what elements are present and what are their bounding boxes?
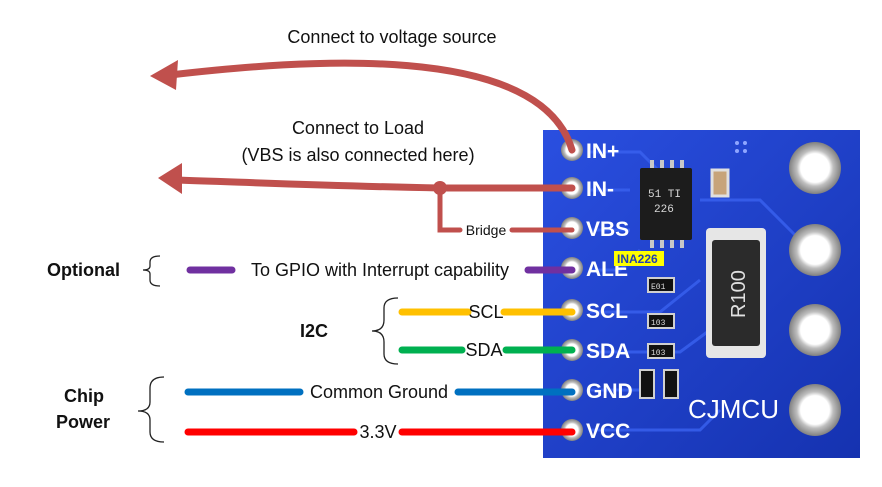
pin-label-in-plus: IN+ [586, 140, 619, 163]
chip-power-brace [137, 376, 165, 443]
smd-resistors: E01 103 103 [639, 277, 679, 399]
capacitor [710, 168, 730, 198]
i2c-brace [371, 297, 399, 365]
load-label-line1: Connect to Load [292, 118, 424, 138]
group-chip-power-line2: Power [56, 412, 110, 432]
chip-marking-line2: 226 [654, 204, 674, 216]
pin-label-in-minus: IN- [586, 178, 614, 201]
group-i2c: I2C [300, 321, 328, 341]
group-labels: Optional I2C Chip Power [47, 255, 399, 443]
gpio-label: To GPIO with Interrupt capability [251, 260, 509, 280]
load-wire [171, 176, 576, 192]
pin-label-vcc: VCC [586, 420, 630, 443]
voltage-source-wire [166, 59, 576, 154]
voltage-source-label: Connect to voltage source [287, 27, 496, 47]
bridge-label: Bridge [466, 222, 507, 238]
voltage-source-arrowhead [150, 60, 178, 90]
ground-label: Common Ground [310, 382, 448, 402]
smd-label-3: 103 [651, 349, 666, 358]
sda-label: SDA [465, 340, 502, 360]
wire-labels: Connect to voltage source Connect to Loa… [241, 27, 509, 442]
scl-label: SCL [468, 302, 503, 322]
pin-label-sda: SDA [586, 340, 630, 363]
chip-marking-line1: 51 TI [648, 189, 681, 201]
group-chip-power-line1: Chip [64, 386, 104, 406]
ina226-chip: 51 TI 226 [640, 160, 692, 248]
screw-terminal-pads [789, 142, 841, 436]
load-label-line2: (VBS is also connected here) [241, 145, 474, 165]
pcb-traces [590, 150, 802, 432]
ina226-label: INA226 [614, 251, 664, 266]
group-optional: Optional [47, 260, 120, 280]
bridge-wire-a [437, 185, 463, 233]
vcc-label: 3.3V [359, 422, 396, 442]
smd-label-2: 103 [651, 319, 666, 328]
cjmcu-board: IN+ IN- VBS ALE SCL SDA GND VCC 51 TI 22… [543, 130, 860, 458]
pin-label-vbs: VBS [586, 218, 629, 241]
shunt-resistor: R100 [706, 228, 766, 358]
pin-labels: IN+ IN- VBS ALE SCL SDA GND VCC [586, 140, 633, 443]
wires [150, 59, 576, 436]
shunt-resistor-label: R100 [728, 270, 750, 318]
board-dots [735, 141, 747, 153]
smd-label-1: E01 [651, 283, 666, 292]
ina226-label-text: INA226 [617, 252, 658, 266]
pin-label-gnd: GND [586, 380, 633, 403]
pin-label-scl: SCL [586, 300, 628, 323]
optional-brace [142, 255, 161, 287]
load-arrowhead [158, 163, 182, 194]
brand-label: CJMCU [688, 394, 779, 424]
